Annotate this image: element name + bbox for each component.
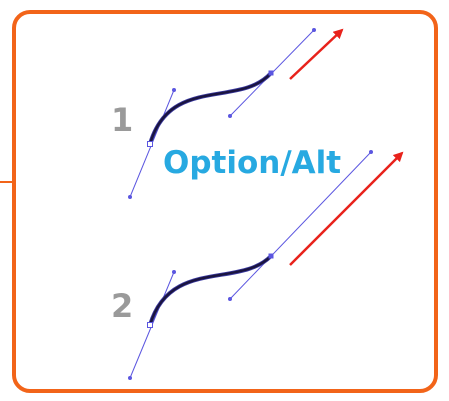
modifier-key-label: Option/Alt xyxy=(163,145,341,181)
step-2-bezier-curve xyxy=(148,255,272,326)
step-2-direction-arrow xyxy=(289,151,404,266)
step-2-number: 2 xyxy=(111,287,133,325)
step-2-right-handle-line xyxy=(229,151,372,300)
step-1-handle-point-lower[interactable] xyxy=(228,114,232,118)
step-2-handle-point-bottom[interactable] xyxy=(128,376,132,380)
step-1-handle-point-top[interactable] xyxy=(172,88,176,92)
step-1-handle-point-upper[interactable] xyxy=(312,28,316,32)
step-2-group: 2 xyxy=(111,150,404,380)
step-1-anchor-start[interactable] xyxy=(147,141,153,147)
step-1-number: 1 xyxy=(111,101,133,139)
step-1-anchor-end[interactable] xyxy=(268,70,274,76)
step-2-handle-point-lower[interactable] xyxy=(228,297,232,301)
step-1-group: 1 xyxy=(111,28,344,199)
step-2-anchor-start[interactable] xyxy=(147,322,153,328)
diagram-frame xyxy=(12,10,438,393)
step-1-direction-arrow xyxy=(289,28,344,80)
step-2-handle-point-upper[interactable] xyxy=(369,150,373,154)
step-2-anchor-end[interactable] xyxy=(268,253,274,259)
frame-connector-line xyxy=(0,181,16,183)
step-1-bezier-curve xyxy=(148,72,272,145)
step-2-handle-point-top[interactable] xyxy=(172,270,176,274)
step-1-handle-point-bottom[interactable] xyxy=(128,195,132,199)
step-1-curve-shadow xyxy=(148,71,273,145)
